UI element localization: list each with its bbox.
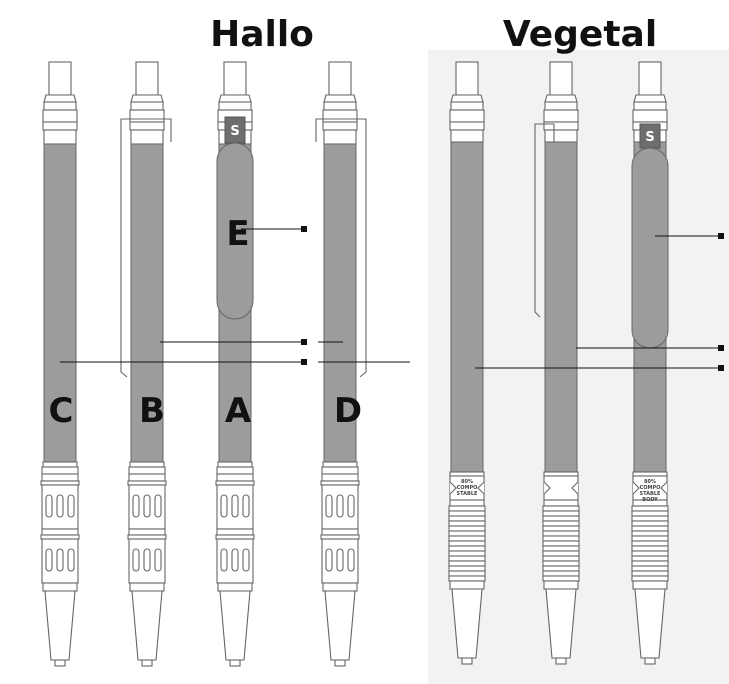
hallo-title: Hallo	[210, 14, 314, 55]
clip-logo-icon: S	[230, 124, 239, 139]
label-a: A	[225, 391, 252, 431]
label-b: B	[139, 391, 165, 431]
grip-text-line3: STABLE	[640, 491, 661, 497]
label-e: E	[226, 214, 249, 254]
grip-text-line1: 80%	[644, 479, 656, 485]
vegetal-pen-barrel: 80% COMPO STABLE	[448, 61, 486, 665]
svg-text:COMPO: COMPO	[457, 485, 478, 491]
svg-text:80%: 80%	[461, 479, 473, 485]
vegetal-title: Vegetal	[503, 14, 657, 55]
label-d: D	[334, 391, 362, 431]
label-c: C	[49, 391, 74, 431]
hallo-pen-b	[120, 61, 172, 667]
vegetal-pen-clip-front: S 80% COMPO STABLE BODY	[631, 61, 669, 665]
pen-clip	[315, 118, 367, 378]
svg-text:STABLE: STABLE	[457, 491, 478, 497]
pen-clip-face	[216, 142, 254, 320]
hallo-pen-d	[315, 61, 367, 667]
clip-logo-icon: S	[645, 130, 654, 145]
hallo-pen-a: S	[215, 61, 255, 667]
pen-clip	[120, 118, 172, 378]
grip-text-line4: BODY	[642, 497, 658, 503]
grip-text-line2: COMPO	[640, 485, 661, 491]
pen-clip	[534, 123, 555, 318]
vegetal-leader-lines	[475, 233, 724, 371]
hallo-pen-c	[40, 61, 80, 667]
pen-clip-face	[631, 147, 669, 349]
hallo-leader-lines	[60, 226, 410, 365]
vegetal-pen-clip-side	[534, 61, 580, 665]
